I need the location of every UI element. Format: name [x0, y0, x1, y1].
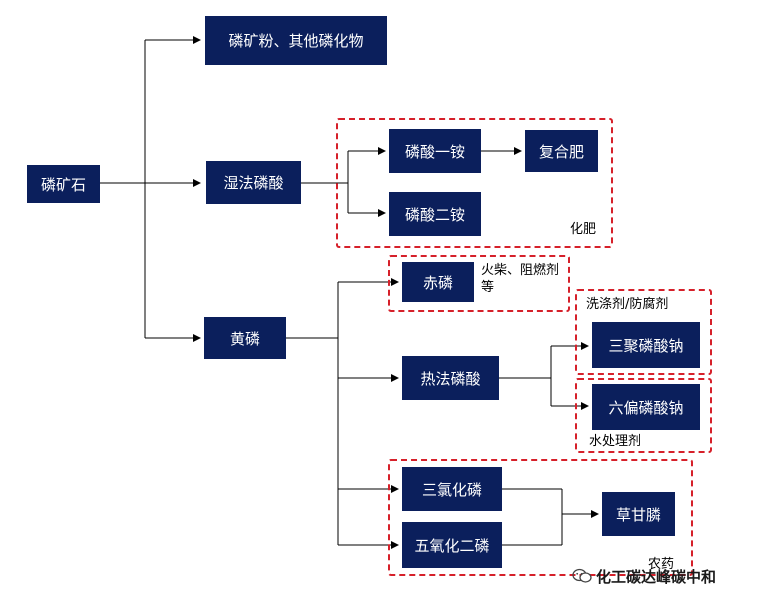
- label-water-treatment: 水处理剂: [589, 434, 642, 449]
- node-monoammonium-phosphate: 磷酸一铵: [389, 129, 481, 173]
- node-glyphosate: 草甘膦: [602, 492, 675, 536]
- node-phosphate-rock: 磷矿石: [27, 165, 100, 203]
- water-treatment-group: [575, 378, 712, 453]
- detergent-group: [575, 289, 712, 375]
- label-pesticide: 农药: [648, 557, 675, 572]
- node-sodium-tripolyphosphate: 三聚磷酸钠: [592, 322, 700, 368]
- node-thermal-phosphoric-acid: 热法磷酸: [402, 356, 499, 400]
- node-diammonium-phosphate: 磷酸二铵: [389, 192, 481, 236]
- fertilizer-group: [336, 118, 613, 248]
- wechat-icon: [572, 568, 592, 583]
- label-detergent-preservative: 洗涤剂/防腐剂: [586, 297, 669, 312]
- watermark-account-name: 化工碳达峰碳中和: [596, 568, 717, 586]
- node-yellow-phosphorus: 黄磷: [204, 317, 286, 359]
- node-phosphorus-trichloride: 三氯化磷: [402, 467, 502, 511]
- label-fertilizer: 化肥: [570, 222, 597, 237]
- red-phosphorus-group: [388, 255, 570, 312]
- node-red-phosphorus: 赤磷: [402, 262, 474, 302]
- node-wet-phosphoric-acid: 湿法磷酸: [206, 161, 301, 204]
- pesticide-group: [388, 459, 693, 576]
- node-phosphorus-pentoxide: 五氧化二磷: [402, 522, 502, 568]
- node-sodium-hexametaphosphate: 六偏磷酸钠: [592, 384, 700, 430]
- node-compound-fertilizer: 复合肥: [525, 130, 598, 172]
- label-matches-flame-retardants: 火柴、阻燃剂等: [481, 263, 560, 295]
- node-phosphate-powder: 磷矿粉、其他磷化物: [205, 16, 387, 65]
